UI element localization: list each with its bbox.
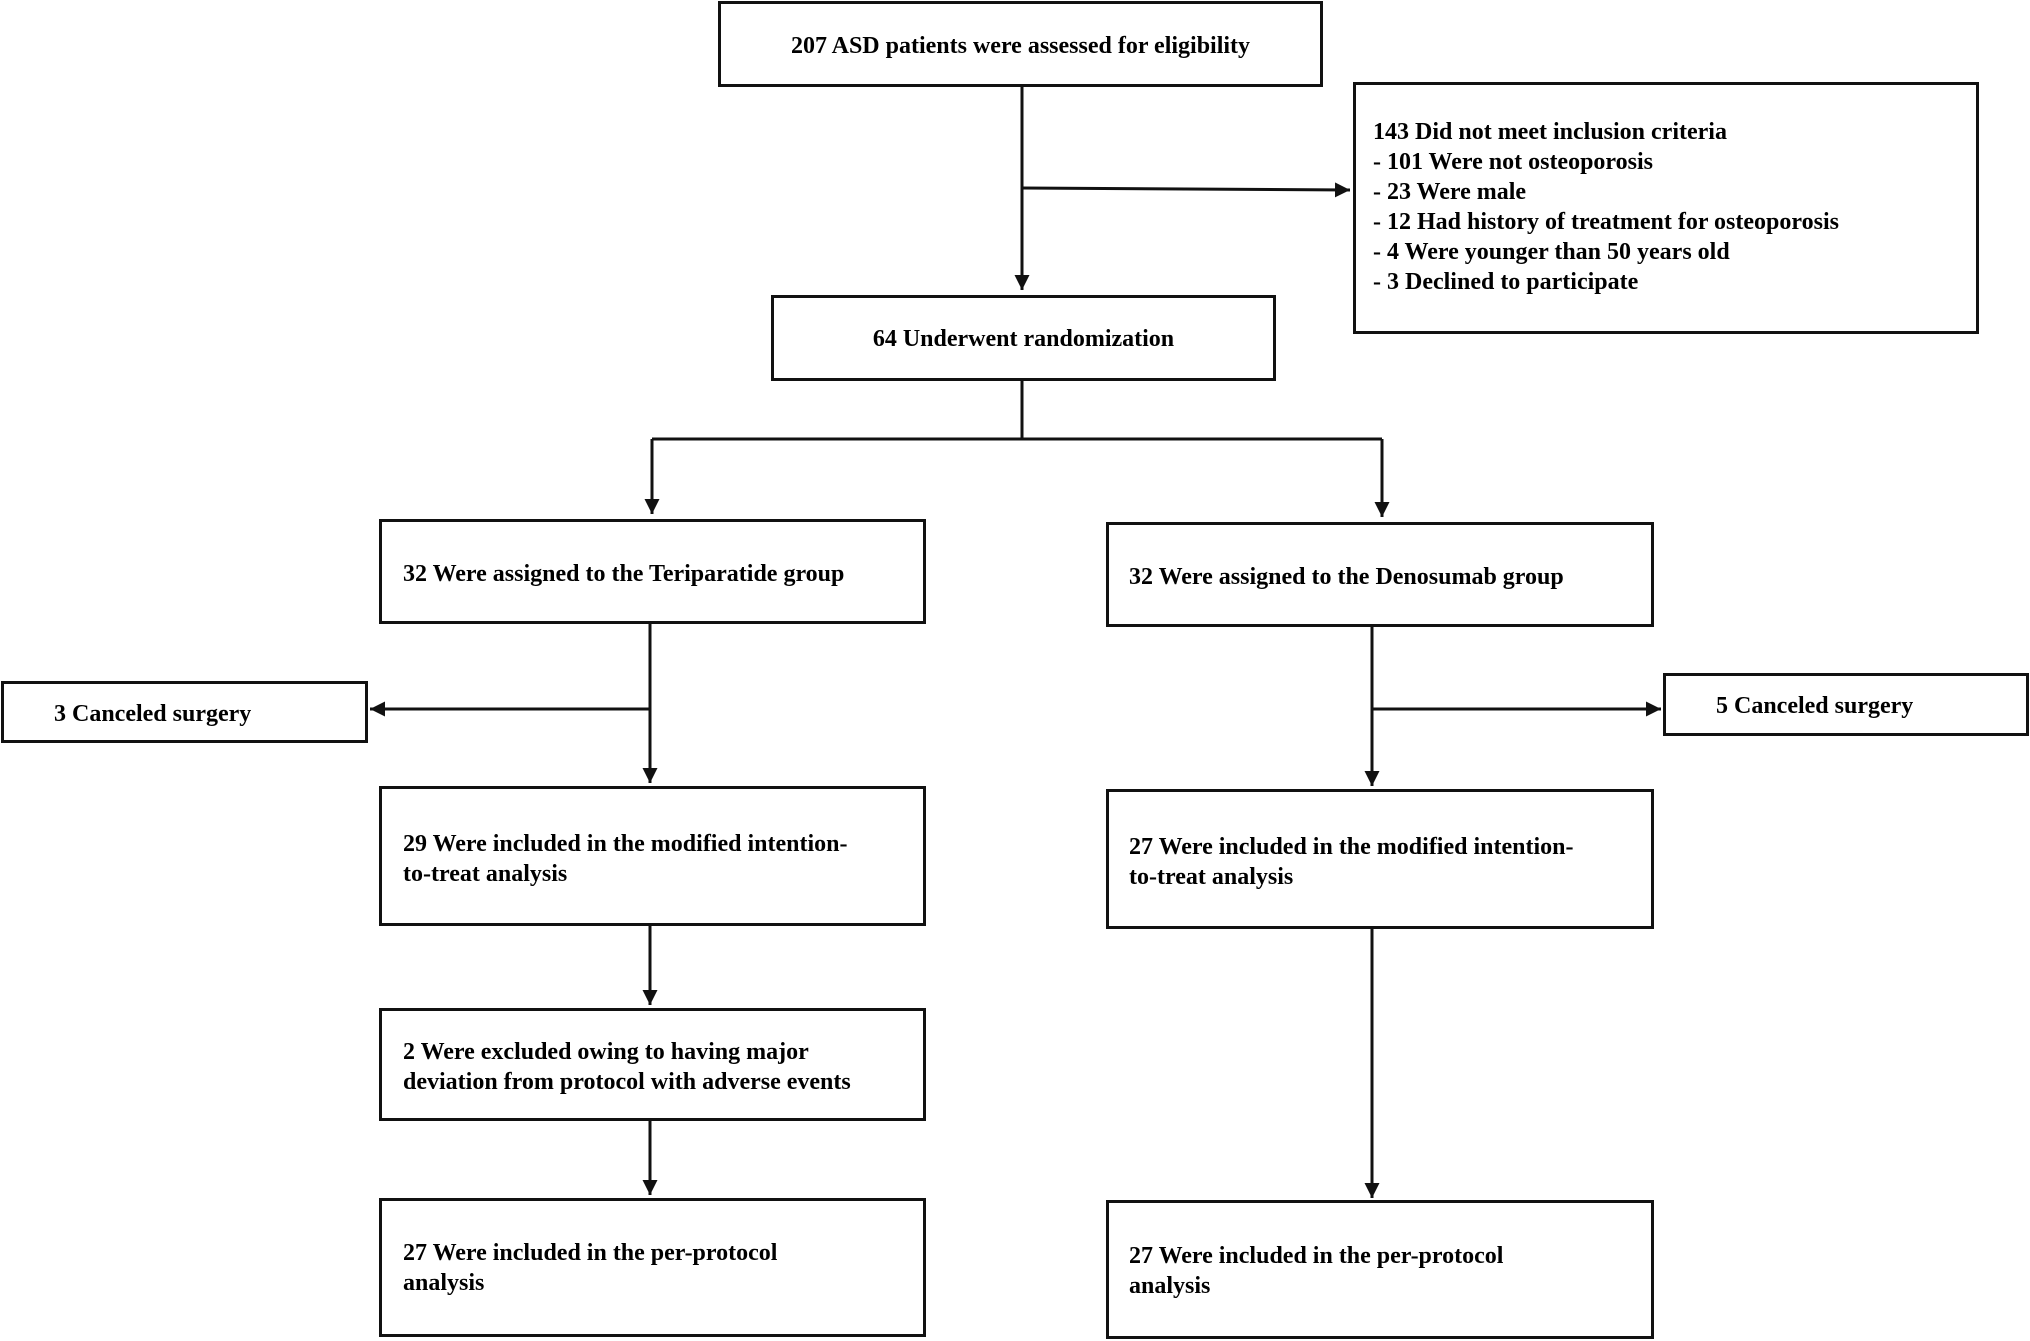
assessed-box: 207 ASD patients were assessed for eligi…	[718, 1, 1323, 87]
teriparatide-pp-line: 27 Were included in the per-protocol	[403, 1240, 778, 1266]
assessed-text: 207 ASD patients were assessed for eligi…	[790, 33, 1251, 59]
denosumab-pp-line: analysis	[1129, 1273, 1211, 1299]
teriparatide-deviation-line: 2 Were excluded owing to having major	[403, 1039, 809, 1065]
excluded-line: - 101 Were not osteoporosis	[1373, 149, 1653, 175]
teriparatide-deviation-box: 2 Were excluded owing to having major de…	[379, 1008, 926, 1121]
randomized-box: 64 Underwent randomization	[771, 295, 1276, 381]
denosumab-mitt-line: to-treat analysis	[1129, 864, 1294, 890]
teriparatide-pp-box: 27 Were included in the per-protocol ana…	[379, 1198, 926, 1337]
excluded-line: - 23 Were male	[1373, 179, 1527, 205]
excluded-line: 143 Did not meet inclusion criteria	[1373, 119, 1727, 145]
teriparatide-assigned-text: 32 Were assigned to the Teriparatide gro…	[403, 561, 845, 587]
denosumab-mitt-box: 27 Were included in the modified intenti…	[1106, 789, 1654, 929]
excluded-line: - 12 Had history of treatment for osteop…	[1373, 209, 1839, 235]
teriparatide-assigned-box: 32 Were assigned to the Teriparatide gro…	[379, 519, 926, 624]
denosumab-assigned-text: 32 Were assigned to the Denosumab group	[1129, 564, 1564, 590]
teriparatide-pp-line: analysis	[403, 1270, 485, 1296]
teriparatide-canceled-box: 3 Canceled surgery	[1, 681, 368, 743]
excluded-line: - 4 Were younger than 50 years old	[1373, 239, 1730, 265]
denosumab-pp-line: 27 Were included in the per-protocol	[1129, 1243, 1504, 1269]
teriparatide-mitt-line: 29 Were included in the modified intenti…	[403, 831, 848, 857]
teriparatide-deviation-line: deviation from protocol with adverse eve…	[403, 1069, 851, 1095]
teriparatide-mitt-line: to-treat analysis	[403, 861, 568, 887]
denosumab-mitt-line: 27 Were included in the modified intenti…	[1129, 834, 1574, 860]
teriparatide-canceled-text: 3 Canceled surgery	[54, 701, 252, 727]
teriparatide-mitt-box: 29 Were included in the modified intenti…	[379, 786, 926, 926]
randomized-text: 64 Underwent randomization	[872, 326, 1175, 352]
denosumab-assigned-box: 32 Were assigned to the Denosumab group	[1106, 522, 1654, 627]
denosumab-pp-box: 27 Were included in the per-protocol ana…	[1106, 1200, 1654, 1339]
arrow-to-excluded	[1021, 182, 1351, 198]
denosumab-canceled-text: 5 Canceled surgery	[1716, 693, 1914, 719]
excluded-box: 143 Did not meet inclusion criteria - 10…	[1353, 82, 1979, 334]
denosumab-canceled-box: 5 Canceled surgery	[1663, 673, 2029, 736]
excluded-line: - 3 Declined to participate	[1373, 269, 1639, 295]
